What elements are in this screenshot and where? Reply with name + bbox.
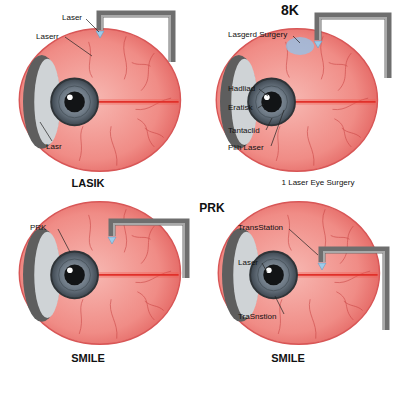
technique-title: PRK bbox=[199, 202, 224, 216]
part-label: Laserr bbox=[36, 32, 59, 41]
technique-title: LASIK bbox=[72, 177, 105, 190]
leader-line bbox=[40, 19, 318, 314]
laser-nozzle bbox=[96, 31, 326, 270]
part-label: Laser bbox=[238, 258, 258, 267]
part-label: Lasgerd Surgery bbox=[228, 30, 287, 39]
part-label: TraSnstion bbox=[238, 312, 276, 321]
resolution-heading: 8K bbox=[281, 2, 299, 18]
eyeball-figure bbox=[19, 29, 180, 172]
part-label: Eratisk bbox=[228, 103, 252, 112]
technique-title: SMILE bbox=[271, 352, 305, 365]
part-label: Laser bbox=[62, 13, 82, 22]
laser-spot bbox=[286, 37, 314, 55]
panel-caption: 1 Laser Eye Surgery bbox=[282, 178, 355, 187]
part-label: TransStation bbox=[238, 223, 283, 232]
part-label: Tantaclid bbox=[228, 126, 260, 135]
eyeball-figure bbox=[216, 29, 377, 172]
eyeball-figure bbox=[218, 202, 379, 345]
laser-device-highlight bbox=[102, 16, 386, 330]
part-label: Plih Laser bbox=[228, 143, 264, 152]
technique-title: SMILE bbox=[71, 352, 105, 365]
part-label: Lasr bbox=[46, 142, 62, 151]
part-label: PRK bbox=[30, 223, 46, 232]
part-label: Hadliad bbox=[228, 84, 255, 93]
laser-device bbox=[100, 14, 388, 330]
